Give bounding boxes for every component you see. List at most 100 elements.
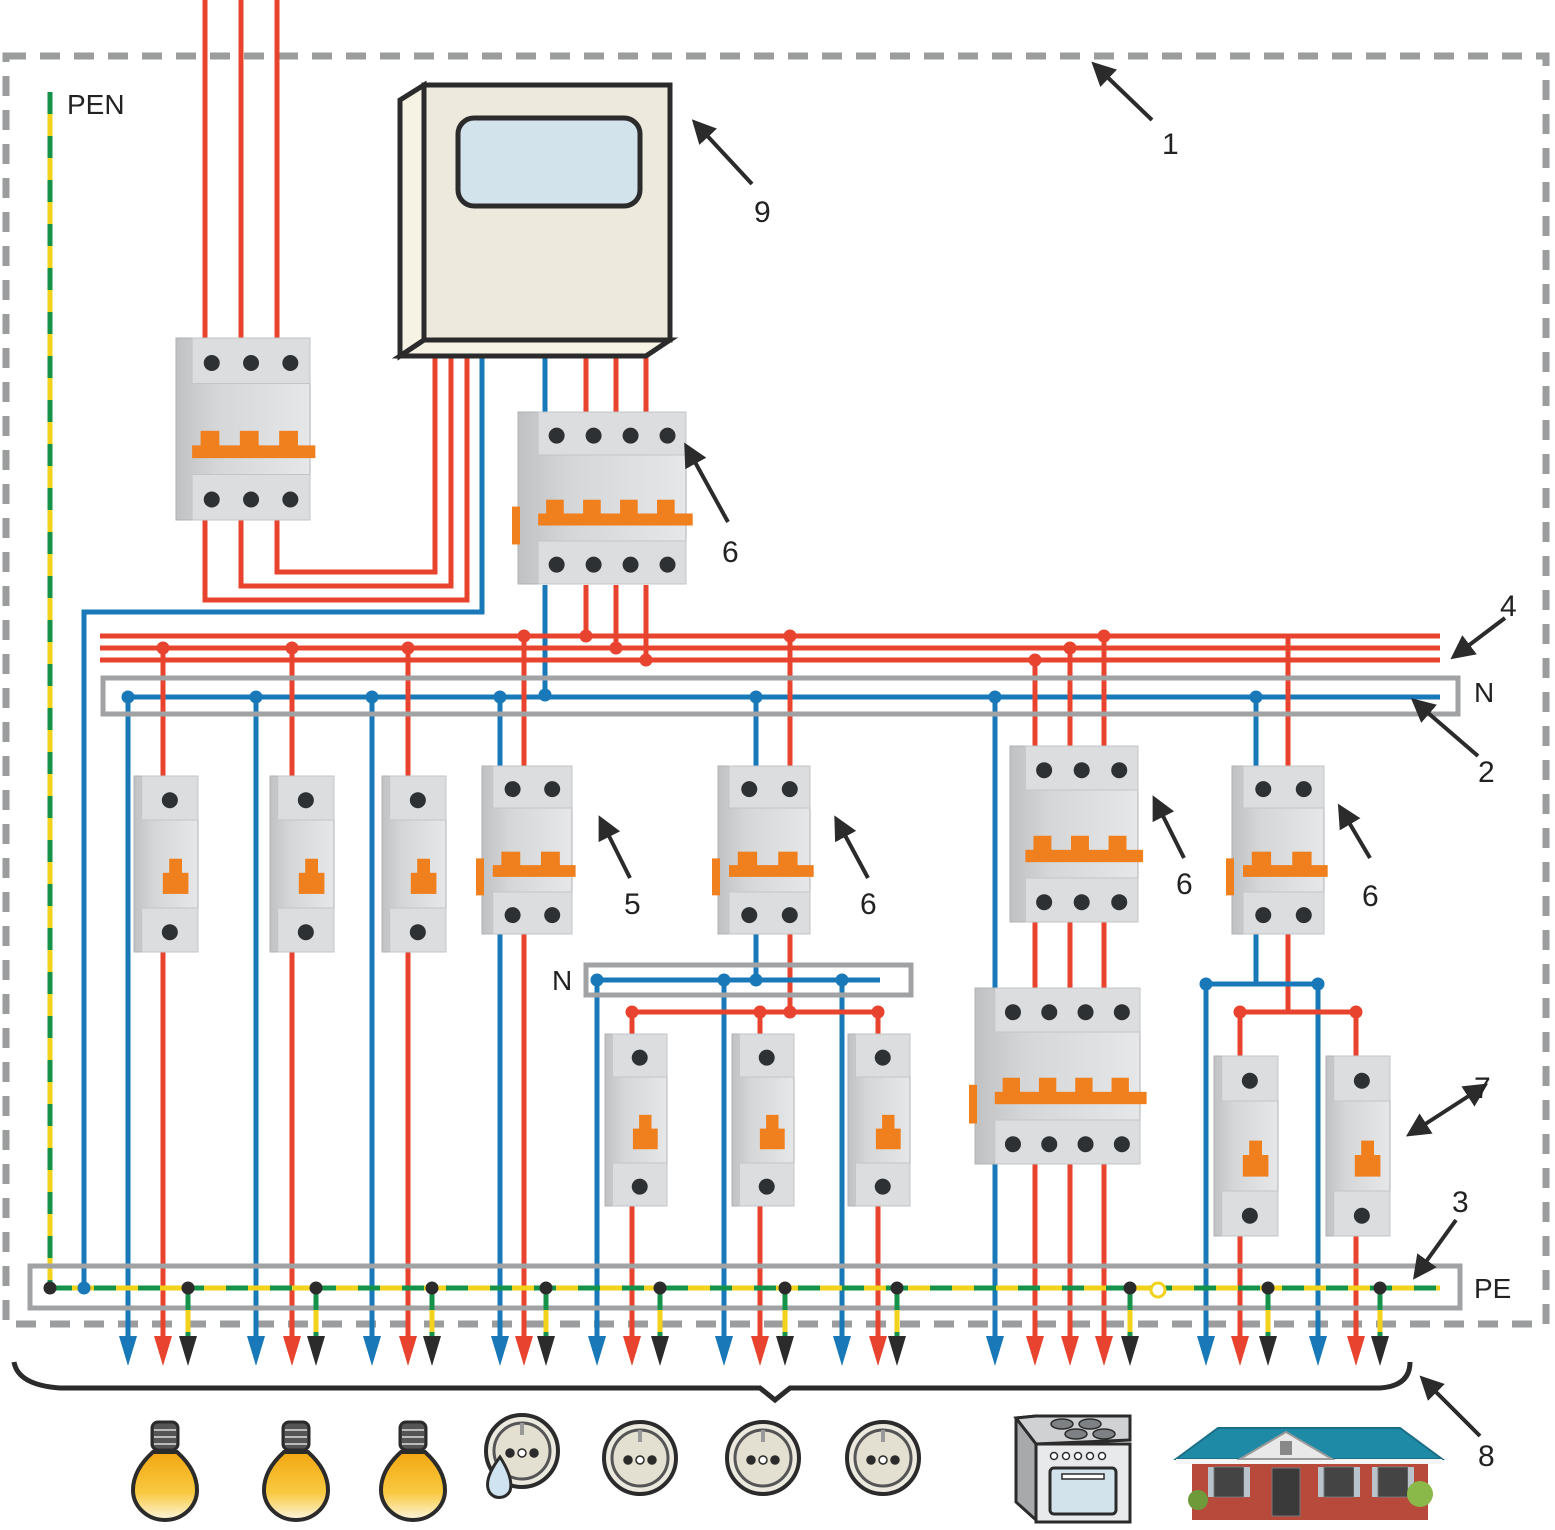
neutral-arrow [588, 1336, 606, 1366]
junction-dot [517, 629, 531, 643]
mcb-light-1 [133, 775, 199, 953]
terminal-screw [1295, 781, 1312, 798]
junction-dot [753, 1005, 767, 1019]
breaker-top-terminals [728, 765, 811, 809]
pen-n-junction [77, 1281, 91, 1295]
pe-arrow [179, 1336, 197, 1366]
terminal-screw [585, 556, 602, 573]
junction-dot [579, 629, 593, 643]
breaker-handle-lever [1251, 851, 1272, 869]
junction-dot [988, 690, 1002, 704]
terminal-screw [1077, 1136, 1094, 1153]
breaker-handle-lever [766, 1114, 779, 1133]
stove-burner [1064, 1428, 1088, 1440]
breaker-handle [632, 1128, 658, 1150]
socket-hole [517, 1448, 527, 1458]
breaker-bottom-terminals [389, 907, 447, 953]
stove-knob [1085, 1451, 1095, 1461]
terminal-screw [1036, 894, 1053, 911]
junction-dot [625, 1005, 639, 1019]
junction-dot [156, 641, 170, 655]
meter-feed-l2 [238, 350, 454, 589]
pen-pe-junction [43, 1281, 57, 1295]
phase-arrow [1347, 1336, 1365, 1366]
terminal-screw [781, 907, 798, 924]
phase-arrow [751, 1336, 769, 1366]
breaker-handle [298, 872, 325, 894]
callout-arrow-8 [1419, 1375, 1482, 1438]
breaker-handle-lever [1249, 1140, 1262, 1159]
electric-stove-icon [1013, 1414, 1132, 1524]
terminal-screw [758, 1049, 775, 1066]
junction-dot [1311, 977, 1325, 991]
terminal-screw [874, 1178, 891, 1195]
terminal-screw [1073, 894, 1090, 911]
stove-knob [1049, 1451, 1059, 1461]
junction-dot [749, 973, 763, 987]
pe-junction [1261, 1281, 1275, 1295]
stove-burner [1092, 1428, 1116, 1440]
junction-dot [871, 1005, 885, 1019]
terminal-screw [282, 491, 299, 508]
loads-brace [11, 1361, 1413, 1404]
socket-hole [890, 1455, 900, 1465]
callout-arrow-3 [1412, 1218, 1458, 1280]
neutral-bus-main [100, 675, 1461, 717]
rcd-side-tab [712, 858, 720, 896]
terminal-screw [297, 924, 314, 941]
pe-arrow [1121, 1336, 1139, 1366]
terminal-screw [544, 907, 561, 924]
callout-arrow-6d [1337, 803, 1372, 860]
stove-oven-handle [1061, 1473, 1105, 1480]
neutral-bus-sub [583, 962, 914, 998]
neutral-arrow [119, 1336, 137, 1366]
socket-hole [623, 1455, 633, 1465]
breaker-bottom-terminals [492, 891, 573, 935]
callouts [598, 61, 1507, 1438]
pe-junction [1373, 1281, 1387, 1295]
rcd-side-tab [512, 506, 520, 545]
neutral-arrow [247, 1336, 265, 1366]
pe-junction [181, 1281, 195, 1295]
stove-knob [1061, 1451, 1071, 1461]
phase-arrow [515, 1336, 533, 1366]
house-window [1323, 1466, 1355, 1498]
rcd-2pole-house [1226, 765, 1328, 935]
terminal-screw [243, 491, 260, 508]
callout-1: 1 [1162, 128, 1179, 161]
pe-arrow [888, 1336, 906, 1366]
breaker-handle-lever [657, 499, 675, 517]
stove-burner [1050, 1418, 1074, 1430]
pe-arrow [307, 1336, 325, 1366]
terminal-screw [622, 556, 639, 573]
house-shutter [1208, 1467, 1214, 1497]
rcd-side-tab [1226, 858, 1234, 896]
terminal-screw [504, 781, 521, 798]
meter-display [455, 115, 643, 209]
socket-hole [529, 1448, 539, 1458]
house-roof-trim [1176, 1459, 1442, 1464]
terminal-screw [1241, 1207, 1258, 1224]
callout-5: 5 [624, 888, 641, 921]
junction-dot [783, 629, 797, 643]
breaker-handle [875, 1128, 901, 1150]
breaker-bottom-terminals [728, 891, 811, 935]
pe-junction [309, 1281, 323, 1295]
terminal-screw [1036, 762, 1053, 779]
breaker-handle [1242, 1155, 1269, 1177]
callout-arrow-6a [684, 442, 730, 523]
terminal-screw [548, 556, 565, 573]
house-shutter [1244, 1467, 1250, 1497]
terminal-screw [409, 924, 426, 941]
light-bulb-icon [130, 1420, 200, 1522]
neutral-arrow [986, 1336, 1004, 1366]
breaker-handle-lever [737, 851, 758, 869]
light-bulb-icon [378, 1420, 448, 1522]
breaker-handle-lever [239, 430, 259, 450]
junction-dot [121, 690, 135, 704]
stove-knob [1073, 1451, 1083, 1461]
light-bulb-icon [261, 1420, 331, 1522]
neutral-arrow [491, 1336, 509, 1366]
mcb-4pole-stove [969, 987, 1147, 1165]
